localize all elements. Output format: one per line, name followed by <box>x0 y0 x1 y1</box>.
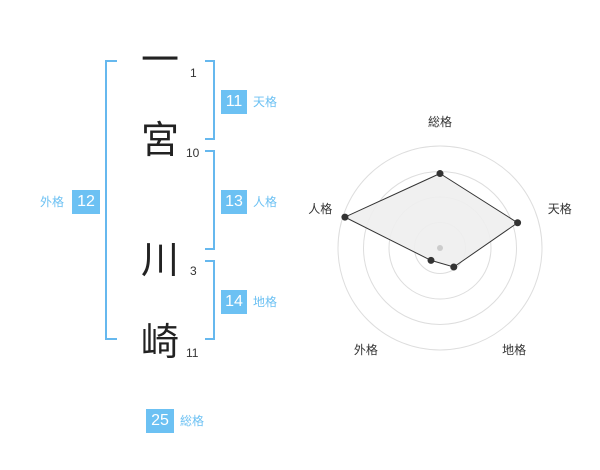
gaikaku-label: 外格 <box>40 195 65 209</box>
radar-point-1 <box>436 170 444 178</box>
stroke-count-3: 3 <box>190 264 197 278</box>
radar-axis-label-5: 人格 <box>308 201 332 216</box>
chikaku-value: 14 <box>221 290 247 314</box>
name-char-1: 一 <box>140 38 179 82</box>
chikaku-label: 地格 <box>253 295 278 309</box>
tenkaku-label: 天格 <box>253 95 278 109</box>
soukaku-value: 25 <box>146 409 174 433</box>
gaikaku-value: 12 <box>72 190 100 214</box>
radar-ring <box>337 145 543 351</box>
name-char-4: 崎 <box>140 320 179 364</box>
name-char-2: 宮 <box>140 118 179 162</box>
tenkaku-value: 11 <box>221 90 247 114</box>
radar-axis-label-2: 天格 <box>548 201 572 216</box>
radar-point-4 <box>427 256 435 264</box>
radar-axis-label-4: 外格 <box>354 342 378 357</box>
stroke-count-1: 1 <box>190 66 197 80</box>
radar-axis-label-3: 地格 <box>502 342 526 357</box>
jinkaku-label: 人格 <box>253 195 278 209</box>
radar-axis-label-1: 総格 <box>428 114 452 129</box>
radar-point-3 <box>450 263 458 271</box>
name-char-3: 川 <box>140 238 179 282</box>
stroke-count-4: 11 <box>186 346 199 360</box>
radar-polygon <box>343 172 519 268</box>
radar-point-5 <box>341 213 349 221</box>
stroke-count-2: 10 <box>186 146 200 160</box>
soukaku-label: 総格 <box>180 414 205 428</box>
jinkaku-value: 13 <box>221 190 247 214</box>
radar-center-dot <box>437 245 443 251</box>
radar-point-2 <box>514 219 522 227</box>
